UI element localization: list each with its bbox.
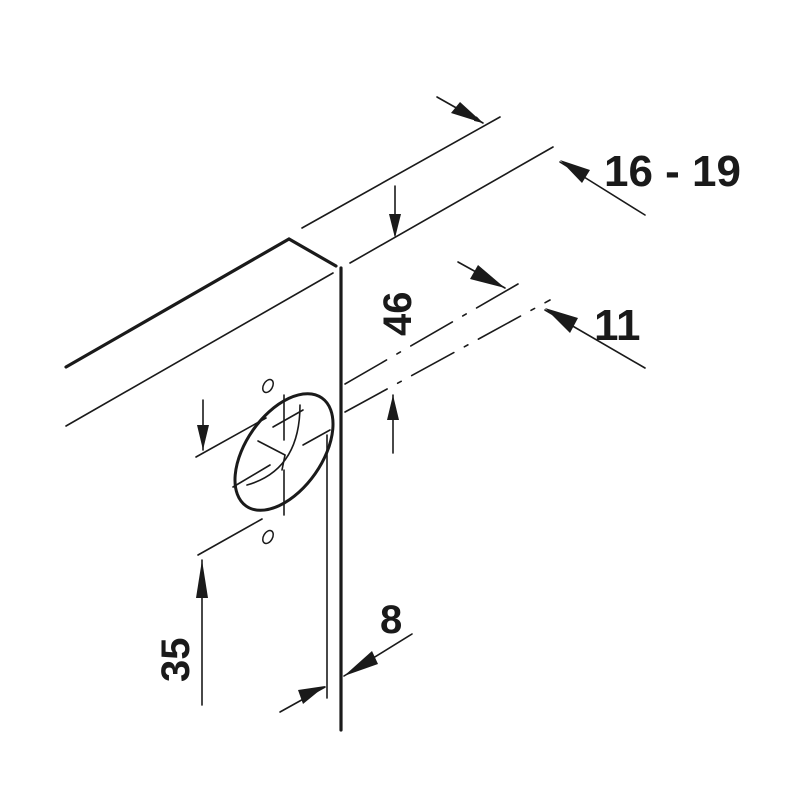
panel-edge-line — [65, 272, 334, 427]
dimension-label-11: 11 — [594, 301, 641, 350]
dimension-label-46: 46 — [376, 291, 420, 337]
panel-top-edge — [64, 237, 338, 369]
dimension-label-16-19: 16 - 19 — [604, 147, 741, 196]
dimension-label-35: 35 — [154, 637, 198, 683]
cup-hole — [233, 392, 335, 512]
dimension-label-8: 8 — [380, 598, 403, 642]
